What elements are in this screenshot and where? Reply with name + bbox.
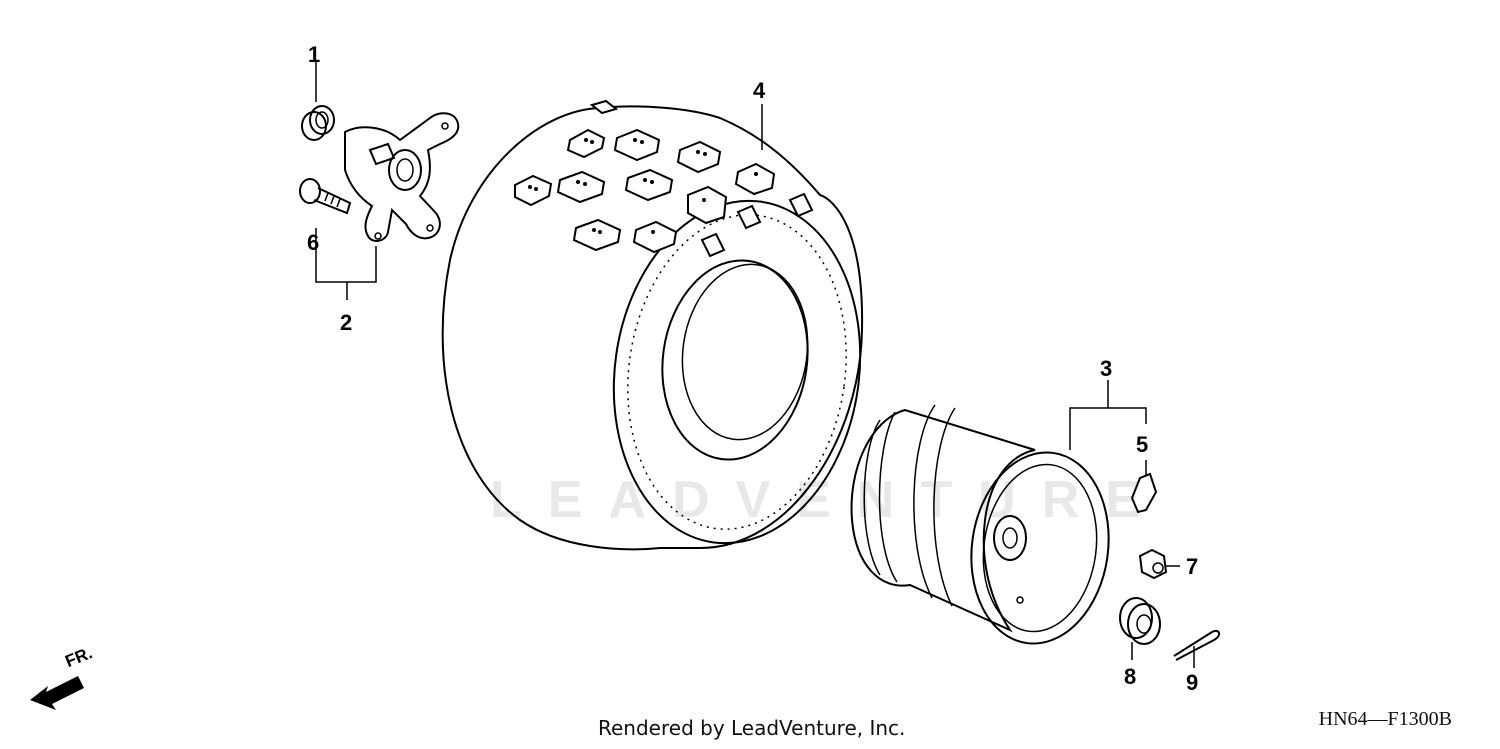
hub-illustration bbox=[299, 62, 460, 300]
bearing-part bbox=[301, 105, 335, 141]
drawing-code: HN64—F1300B bbox=[1318, 708, 1452, 730]
render-credit: Rendered by LeadVenture, Inc. bbox=[598, 716, 906, 740]
front-direction-arrow-icon bbox=[30, 676, 84, 710]
cotter-pin-part bbox=[1173, 630, 1220, 668]
callout-7: 7 bbox=[1186, 554, 1198, 579]
callout-6: 6 bbox=[307, 230, 319, 255]
callout-8: 8 bbox=[1124, 664, 1136, 689]
nut-part bbox=[1138, 548, 1180, 580]
hub-bolt-part bbox=[299, 178, 352, 215]
valve-stem-part bbox=[1130, 460, 1158, 514]
callout-9: 9 bbox=[1186, 670, 1198, 695]
callout-3: 3 bbox=[1100, 356, 1112, 381]
watermark-text: LEADVENTURE bbox=[490, 471, 1167, 529]
tire-illustration bbox=[441, 99, 864, 551]
callout-2: 2 bbox=[340, 310, 352, 335]
tread-lugs bbox=[514, 99, 814, 258]
castle-nut-part bbox=[1119, 597, 1161, 660]
callout-5: 5 bbox=[1136, 432, 1148, 457]
callout-1: 1 bbox=[308, 42, 320, 67]
wheel-illustration bbox=[850, 404, 1110, 645]
callout-4: 4 bbox=[753, 78, 766, 103]
